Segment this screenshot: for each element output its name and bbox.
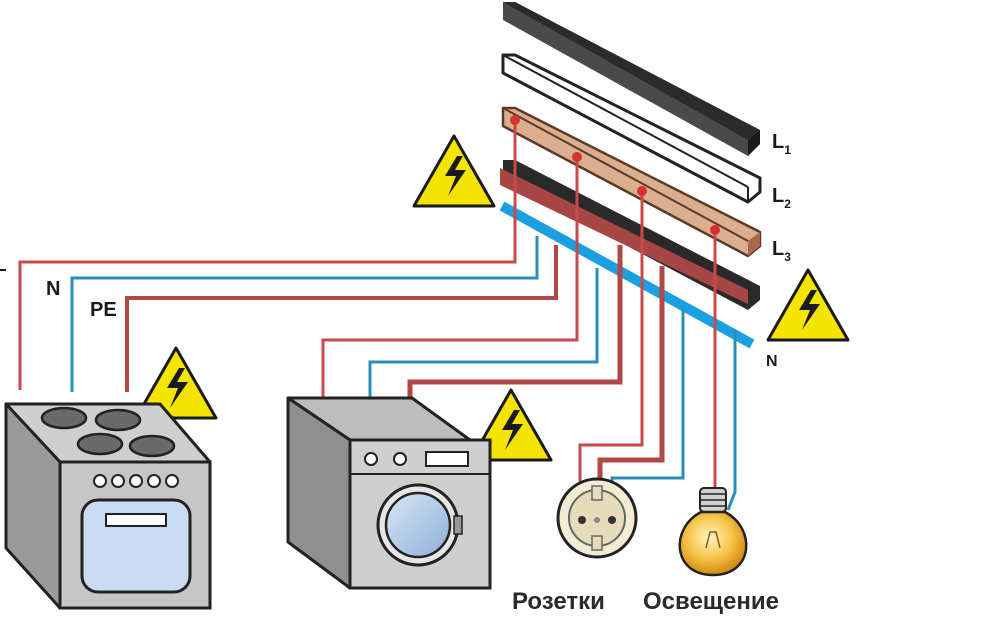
warning-high-voltage-icon	[412, 134, 496, 208]
wire-washer-pe	[407, 245, 623, 410]
electric-stove-icon	[4, 402, 212, 610]
wire-light-neutral	[726, 330, 737, 511]
label-n-bus: N	[766, 353, 778, 370]
busbar-l2	[501, 53, 762, 204]
washing-machine-icon	[286, 396, 492, 590]
warning-high-voltage-icon	[766, 268, 850, 342]
wire-socket-neutral	[610, 308, 685, 515]
wire-stove-neutral	[70, 236, 539, 392]
wire-stove-pe	[125, 245, 558, 392]
bus-labels: L1 L2 L3 N	[766, 131, 791, 370]
wire-washer-neutral	[368, 268, 599, 400]
caption-lighting: Освещение	[643, 588, 779, 615]
socket-icon	[556, 477, 638, 559]
wire-washer-phase	[321, 158, 579, 398]
bus-bars	[499, 2, 762, 349]
label-pe-left: PE	[90, 299, 117, 321]
light-bulb-icon	[678, 487, 748, 577]
label-l1: L1	[772, 131, 791, 157]
label-l2: L2	[772, 185, 791, 211]
busbar-l3	[501, 106, 762, 258]
wires	[0, 120, 737, 515]
wire-stove-phase	[18, 120, 517, 390]
busbar-pe	[500, 160, 760, 310]
busbar-l1	[503, 2, 760, 156]
caption-sockets: Розетки	[512, 588, 605, 615]
bus-tap-points	[510, 115, 720, 235]
busbar-n	[499, 201, 755, 349]
wire-socket-phase	[578, 192, 644, 515]
label-l3: L3	[772, 238, 791, 264]
label-n-left: N	[46, 278, 60, 300]
